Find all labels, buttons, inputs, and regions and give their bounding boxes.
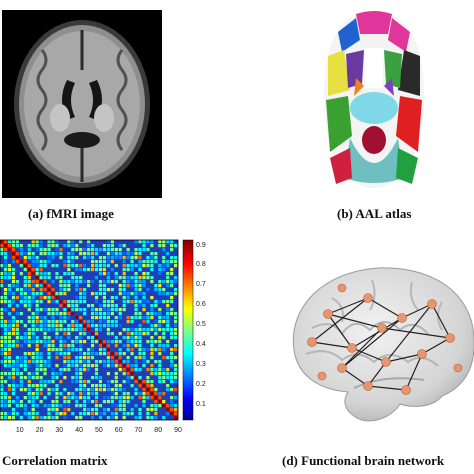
caption-correlation-matrix: Correlation matrix xyxy=(2,453,108,468)
aal-atlas xyxy=(324,11,424,188)
matrix-x-tick: 10 xyxy=(16,427,24,434)
caption-fmri-image: (a) fMRI image xyxy=(28,206,114,221)
brain-surface xyxy=(292,267,474,422)
network-node xyxy=(347,343,357,353)
caption-aal-atlas: (b) AAL atlas xyxy=(337,206,412,221)
network-node xyxy=(453,363,463,373)
network-nodes xyxy=(307,283,463,395)
colorbar-ticks: 0.9 0.8 0.7 0.6 0.5 0.4 0.3 0.2 0.1 xyxy=(196,242,206,408)
matrix-x-tick: 90 xyxy=(174,427,182,434)
network-node xyxy=(381,357,391,367)
network-node xyxy=(323,309,333,319)
matrix-x-axis: 10 20 30 40 50 60 70 80 90 xyxy=(16,427,182,434)
network-node xyxy=(445,333,455,343)
matrix-cells xyxy=(0,240,178,420)
colorbar-tick: 0.6 xyxy=(196,301,206,308)
fmri-image xyxy=(2,10,162,198)
network-node xyxy=(417,349,427,359)
colorbar xyxy=(182,239,194,421)
caption-functional-brain-network: (d) Functional brain network xyxy=(282,453,445,468)
matrix-x-tick: 40 xyxy=(75,427,83,434)
colorbar-tick: 0.7 xyxy=(196,281,206,288)
matrix-x-tick: 80 xyxy=(154,427,162,434)
functional-brain-network xyxy=(292,267,474,422)
network-node xyxy=(363,293,373,303)
network-node xyxy=(363,381,373,391)
network-edges xyxy=(311,297,451,391)
colorbar-tick: 0.2 xyxy=(196,381,206,388)
correlation-matrix: 10 20 30 40 50 60 70 80 90 0.9 0.8 0.7 0.6 0.5 0… xyxy=(0,239,206,434)
network-node xyxy=(377,323,387,333)
colorbar-tick: 0.9 xyxy=(196,242,206,249)
colorbar-tick: 0.4 xyxy=(196,341,206,348)
colorbar-tick: 0.1 xyxy=(196,401,206,408)
matrix-x-tick: 60 xyxy=(115,427,123,434)
network-node xyxy=(337,363,347,373)
colorbar-tick: 0.5 xyxy=(196,321,206,328)
colorbar-tick: 0.8 xyxy=(196,261,206,268)
network-node xyxy=(337,283,347,293)
network-node xyxy=(397,313,407,323)
matrix-x-tick: 50 xyxy=(95,427,103,434)
matrix-x-tick: 70 xyxy=(135,427,143,434)
matrix-x-tick: 30 xyxy=(55,427,63,434)
matrix-x-tick: 20 xyxy=(36,427,44,434)
network-node xyxy=(427,299,437,309)
network-node xyxy=(317,371,327,381)
network-node xyxy=(307,337,317,347)
network-node xyxy=(401,385,411,395)
colorbar-tick: 0.3 xyxy=(196,361,206,368)
